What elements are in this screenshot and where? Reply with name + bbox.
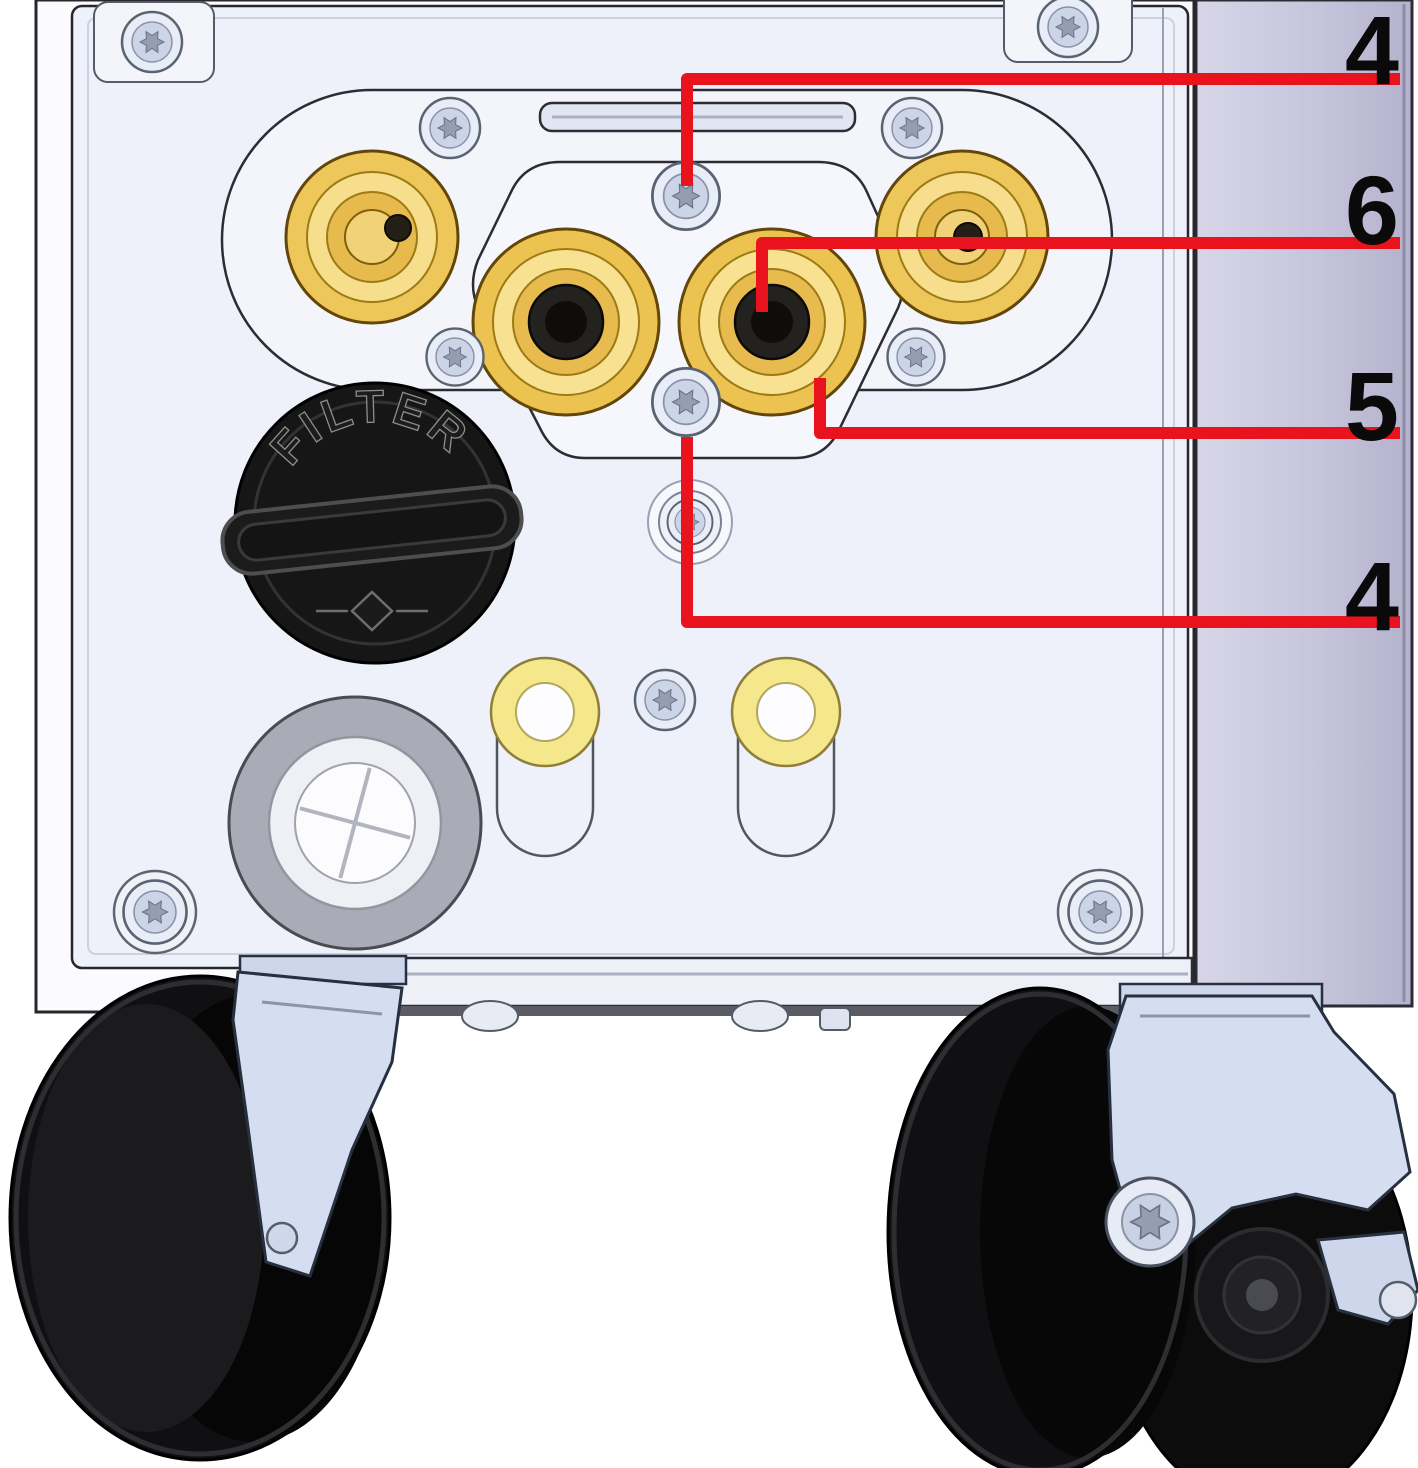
corner-screw-bottom-right bbox=[1056, 868, 1144, 956]
torx-screw-cluster-mid-left bbox=[425, 327, 485, 387]
torx-screw-cluster-top-right bbox=[880, 96, 944, 160]
callout-label-4-bottom: 4 bbox=[1345, 542, 1399, 651]
caster-left bbox=[8, 954, 408, 1462]
torx-screw-icon bbox=[1036, 0, 1100, 59]
yellow-ring-right bbox=[730, 656, 842, 768]
lower-ports bbox=[489, 656, 842, 858]
filter-cap-logo bbox=[316, 590, 428, 632]
torx-screw-between-rings bbox=[633, 668, 697, 732]
corner-screw-bottom-left bbox=[112, 869, 198, 955]
caster-right bbox=[886, 982, 1418, 1468]
port-cross-mark bbox=[299, 767, 411, 879]
connector-pin-hole bbox=[384, 214, 412, 242]
caster-right-bracket bbox=[1104, 982, 1418, 1326]
yellow-ring-left bbox=[489, 656, 601, 768]
torx-screw-lower-center bbox=[651, 366, 721, 438]
round-port bbox=[227, 695, 483, 951]
corner-screw-top-left bbox=[93, 1, 215, 83]
callout-label-6: 6 bbox=[1345, 156, 1399, 265]
side-panel bbox=[1194, 0, 1414, 1008]
rail-shadow bbox=[252, 1006, 1192, 1016]
rail-hook-center bbox=[731, 1000, 789, 1032]
callout-line-4-top bbox=[681, 73, 1400, 186]
caster-right-axle-bolt bbox=[1104, 1176, 1196, 1268]
callout-lines bbox=[681, 73, 1400, 628]
callout-line-5 bbox=[814, 378, 1400, 439]
torx-screw-cluster-mid-right bbox=[886, 327, 946, 387]
corner-screw-top-right bbox=[1003, 0, 1133, 63]
connector-cluster bbox=[220, 88, 1114, 460]
callout-label-5: 5 bbox=[1345, 352, 1399, 461]
brake-nut bbox=[1378, 1280, 1418, 1320]
rail-hook-right bbox=[819, 1007, 851, 1031]
callout-line-6 bbox=[756, 237, 1400, 312]
torx-screw-icon bbox=[122, 879, 188, 945]
callout-label-4-top: 4 bbox=[1345, 0, 1399, 105]
torx-screw-icon bbox=[1067, 879, 1133, 945]
filter-cap-grip-inner bbox=[237, 498, 507, 562]
torx-screw-cluster-top-left bbox=[418, 96, 482, 160]
callout-line-4-bottom bbox=[681, 437, 1400, 628]
rail-hook-left bbox=[461, 1000, 519, 1032]
caster-left-bracket bbox=[231, 954, 408, 1278]
gold-connector-center-left bbox=[471, 227, 661, 417]
torx-screw-icon bbox=[120, 10, 184, 74]
gold-connector-outer-left bbox=[284, 149, 460, 325]
caster-left-axle-bolt bbox=[265, 1221, 299, 1255]
